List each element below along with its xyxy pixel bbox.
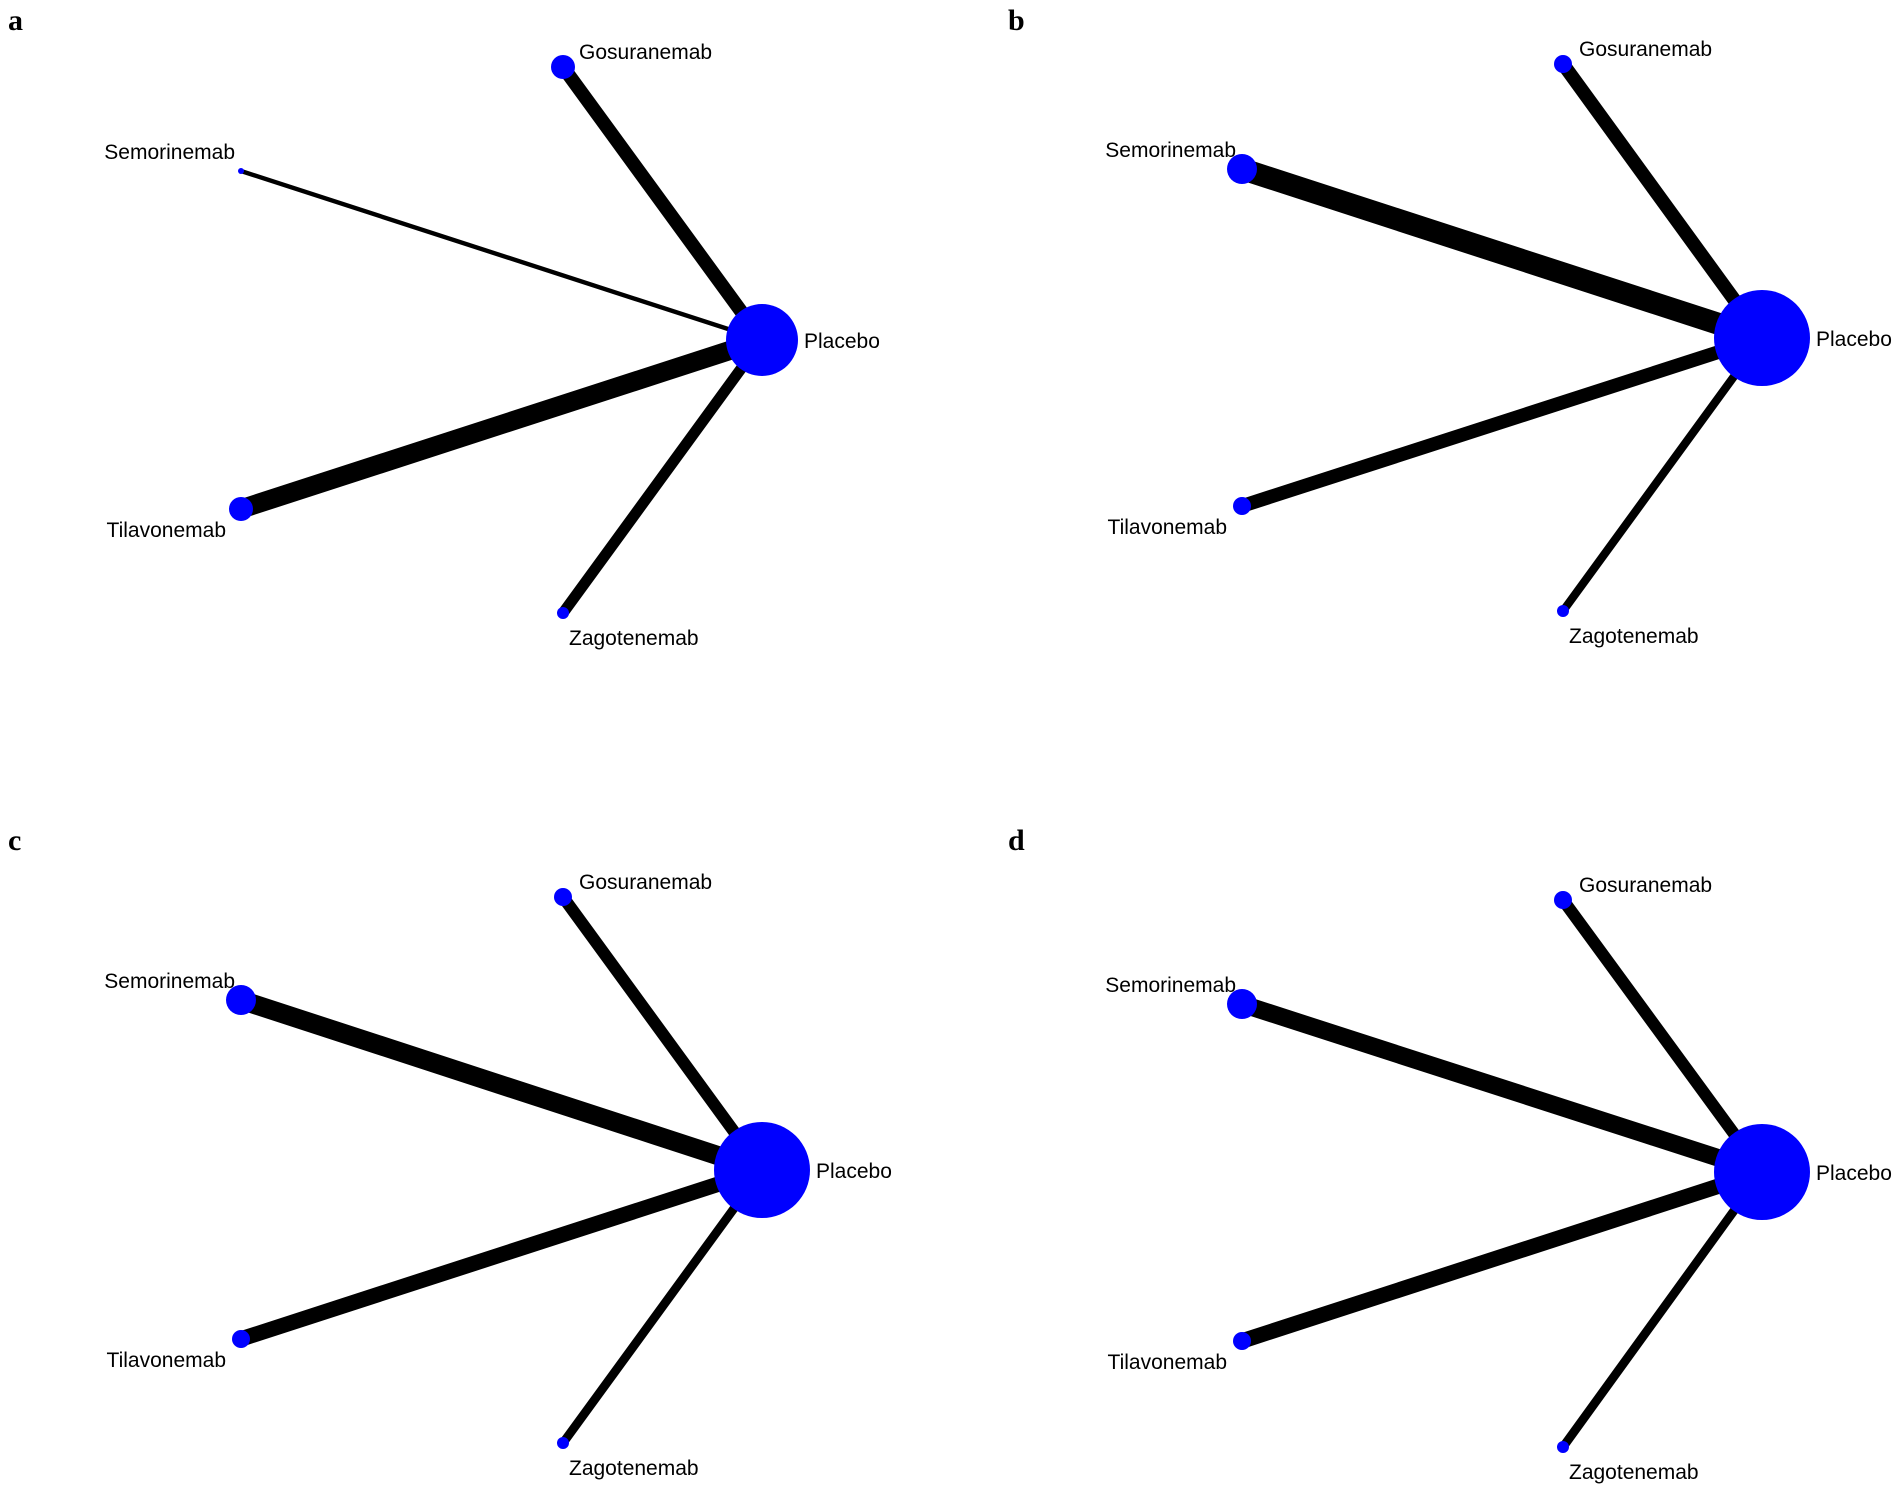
node-label-sem: Semorinemab	[1105, 139, 1236, 162]
edge-sem-pla	[1238, 158, 1766, 349]
node-zag	[557, 1437, 569, 1449]
network-panel-d: GosuranemabSemorinemabPlaceboTilavonemab…	[1105, 874, 1892, 1484]
node-gos	[1554, 891, 1572, 909]
node-til	[229, 497, 253, 521]
node-label-pla: Placebo	[1816, 1162, 1892, 1185]
edge-sem-pla	[238, 990, 765, 1180]
node-til	[232, 1330, 250, 1348]
node-label-zag: Zagotenemab	[1569, 1461, 1699, 1484]
panel-letter: c	[8, 824, 21, 857]
edge-til-pla	[238, 330, 765, 519]
node-label-gos: Gosuranemab	[579, 871, 712, 894]
node-label-zag: Zagotenemab	[569, 627, 699, 650]
node-gos	[554, 888, 572, 906]
node-label-zag: Zagotenemab	[1569, 625, 1699, 648]
node-zag	[1557, 605, 1569, 617]
edge-til-pla	[1239, 331, 1765, 513]
edge-zag-pla	[1559, 335, 1766, 614]
node-label-zag: Zagotenemab	[569, 1457, 699, 1480]
node-til	[1233, 497, 1251, 515]
node-label-gos: Gosuranemab	[1579, 38, 1712, 61]
network-panel-b: GosuranemabSemorinemabPlaceboTilavonemab…	[1105, 38, 1892, 648]
node-sem	[238, 168, 244, 174]
edge-gos-pla	[1558, 896, 1767, 1176]
node-label-gos: Gosuranemab	[1579, 874, 1712, 897]
edge-til-pla	[238, 1162, 765, 1347]
node-pla	[1714, 1124, 1810, 1220]
node-label-sem: Semorinemab	[1105, 974, 1236, 997]
node-sem	[1227, 989, 1257, 1019]
panel-letter: a	[8, 4, 23, 37]
edge-zag-pla	[558, 336, 767, 617]
node-gos	[551, 55, 575, 79]
node-sem	[1227, 154, 1257, 184]
node-label-gos: Gosuranemab	[579, 41, 712, 64]
edge-til-pla	[1239, 1164, 1765, 1349]
node-label-sem: Semorinemab	[104, 970, 235, 993]
node-gos	[1554, 55, 1572, 73]
node-pla	[714, 1122, 810, 1218]
node-label-til: Tilavonemab	[107, 519, 226, 542]
edge-gos-pla	[1557, 59, 1768, 343]
node-zag	[1557, 1441, 1569, 1453]
node-label-sem: Semorinemab	[104, 141, 235, 164]
node-til	[1233, 1332, 1251, 1350]
edge-zag-pla	[559, 1167, 766, 1446]
node-label-til: Tilavonemab	[107, 1349, 226, 1372]
edge-gos-pla	[558, 893, 767, 1174]
node-label-pla: Placebo	[1816, 328, 1892, 351]
node-zag	[557, 607, 569, 619]
edge-gos-pla	[557, 62, 768, 345]
node-sem	[226, 985, 256, 1015]
node-label-pla: Placebo	[816, 1160, 892, 1183]
node-pla	[726, 304, 798, 376]
node-pla	[1714, 290, 1810, 386]
panel-letter: b	[1008, 4, 1025, 37]
panel-letter: d	[1008, 824, 1025, 857]
edge-zag-pla	[1559, 1169, 1766, 1450]
edge-sem-pla	[240, 168, 763, 343]
node-label-til: Tilavonemab	[1108, 516, 1227, 539]
edge-sem-pla	[1239, 995, 1765, 1181]
network-panel-a: GosuranemabSemorinemabPlaceboTilavonemab…	[104, 41, 880, 650]
node-label-til: Tilavonemab	[1108, 1351, 1227, 1374]
network-panel-c: GosuranemabSemorinemabPlaceboTilavonemab…	[104, 871, 892, 1480]
node-label-pla: Placebo	[804, 330, 880, 353]
